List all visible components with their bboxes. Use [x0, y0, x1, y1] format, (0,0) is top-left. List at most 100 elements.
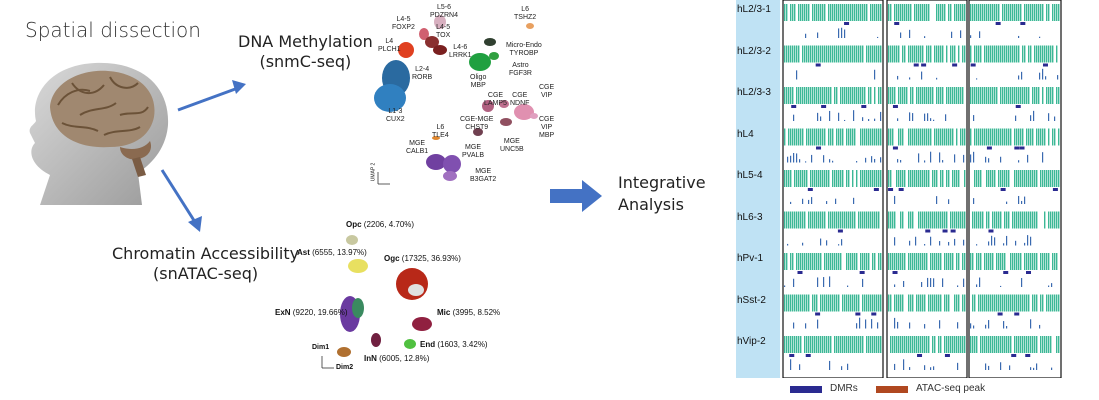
methylation-band [888, 4, 966, 21]
dmr-mark [1014, 146, 1020, 150]
dmr-mark [892, 105, 898, 108]
cluster-cge-vip [514, 104, 534, 120]
dmr-mark [898, 188, 904, 191]
atac-signal [784, 276, 864, 287]
atac-signal [790, 359, 849, 370]
atac-signal [970, 31, 1041, 38]
dmr-mark [837, 229, 843, 233]
atac-tsne [321, 235, 432, 369]
methylation-band [784, 170, 882, 187]
cluster-mge-pvalb [443, 155, 461, 173]
atac-label-ogc: Ogc (17325, 36.93%) [384, 254, 461, 263]
track-label: hL4 [737, 128, 754, 140]
atac-signal [894, 317, 959, 329]
dmr-mark [1042, 63, 1048, 67]
methylation-band [888, 128, 966, 146]
track-label: hVip-2 [737, 336, 766, 347]
cluster-l4-plch1 [398, 42, 414, 58]
methylation-umap [374, 15, 538, 185]
methylation-band [888, 253, 966, 270]
dmr-mark [1015, 105, 1021, 108]
atac-signal [894, 277, 965, 287]
atac-signal [897, 112, 947, 121]
track-label: hL2/3-2 [737, 45, 771, 57]
methylation-band [888, 170, 966, 187]
dmr-mark [913, 63, 919, 67]
methylation-band [972, 211, 1060, 229]
atac-signal [900, 29, 962, 38]
dna-methylation-title: DNA Methylation (snmC-seq) [238, 32, 373, 71]
cluster-l13-cux2 [374, 84, 406, 112]
cluster-l46-lrrk1 [433, 45, 447, 55]
dmr-mark [1020, 22, 1026, 25]
cluster-cge-vip-mbp [530, 113, 538, 119]
dmr-mark [1019, 146, 1025, 150]
atac-label-opc: Opc (2206, 4.70%) [346, 220, 415, 229]
atac-signal [793, 110, 882, 121]
atac-label-inn: InN (6005, 12.8%) [364, 354, 430, 363]
dmr-mark [1000, 188, 1006, 191]
dmr-mark [844, 22, 850, 25]
methylation-band [970, 128, 1060, 146]
legend-dmrs-swatch [790, 386, 822, 393]
cluster-cge-ndnf [499, 100, 509, 108]
dmr-mark [950, 229, 956, 233]
atac-label-mic: Mic (3995, 8.52% [437, 308, 501, 317]
atac-signal [897, 71, 938, 80]
track-label-panel [736, 0, 780, 378]
dmr-mark [917, 354, 923, 357]
atac-axis-dim1: Dim1 [312, 344, 330, 351]
dmr-mark [797, 271, 803, 274]
dmr-mark [952, 63, 958, 67]
dmr-mark [805, 354, 811, 357]
atac-signal [790, 197, 855, 204]
atac-signal [985, 362, 1053, 370]
atac-signal [973, 195, 1026, 204]
methylation-band [784, 128, 882, 146]
spatial-dissection-title: Spatial dissection [25, 18, 201, 42]
cluster-l6-tshz2 [526, 23, 534, 29]
legend-atac-label: ATAC-seq peak [916, 383, 986, 394]
methylation-band [970, 336, 1060, 353]
atac-signal [894, 359, 959, 370]
atac-signal [973, 110, 1056, 121]
dmr-mark [942, 229, 948, 233]
dmr-mark [986, 146, 992, 150]
atac-cluster-small [337, 347, 351, 357]
atac-signal [976, 235, 1032, 246]
track-label: hPv-1 [737, 253, 764, 264]
dmr-mark [921, 63, 927, 67]
legend-dmrs-label: DMRs [830, 383, 858, 394]
dmr-mark [997, 312, 1003, 316]
track-label: hL2/3-3 [737, 87, 771, 98]
atac-cluster-ogc [396, 268, 428, 300]
methylation-band [970, 87, 1060, 104]
dmr-mark [859, 271, 865, 274]
dmr-mark [925, 229, 931, 233]
dmr-mark [970, 63, 976, 67]
track-label: hL2/3-1 [737, 4, 771, 15]
dmr-mark [888, 188, 894, 191]
atac-signal [793, 317, 879, 329]
dmr-mark [988, 229, 994, 233]
methylation-band [888, 87, 964, 104]
atac-cluster-exn-2 [352, 298, 364, 318]
track-label: hSst-2 [737, 294, 766, 306]
cluster-cge-lamp5 [482, 100, 494, 112]
atac-signal [894, 236, 965, 246]
